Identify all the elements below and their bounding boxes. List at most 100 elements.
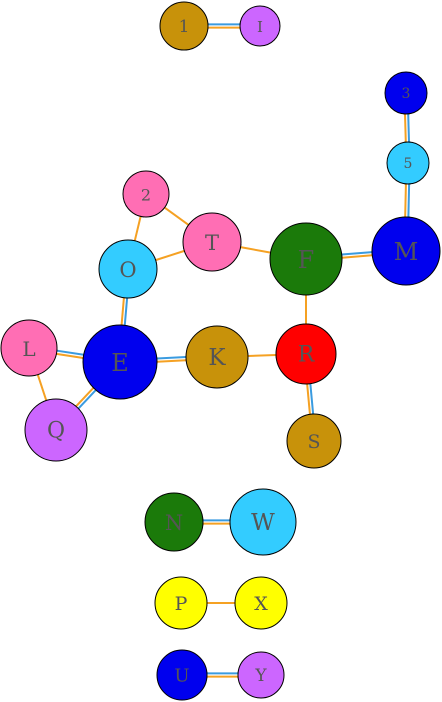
node-circle [286,413,342,469]
edge-N-W [198,518,235,526]
edge-line-blue [156,355,187,360]
node-label: W [251,510,275,536]
node-label: 5 [404,156,413,172]
node-F: F [269,222,343,296]
node-L: L [0,319,58,377]
node-W: W [229,488,297,556]
node-circle [182,212,242,272]
node-S: S [286,413,342,469]
node-label: M [394,238,419,266]
edge-1-I [203,22,245,30]
edge-R-S [305,379,316,419]
node-label: 1 [179,17,190,37]
node-5: 5 [386,141,430,185]
node-circle [269,222,343,296]
node-X: X [234,576,288,630]
edge-line [155,249,185,262]
edge-line-orange [56,352,84,359]
edge-line-blue [407,113,410,142]
edge-line-blue [77,389,97,410]
node-circle [237,651,285,699]
edge-line [133,216,142,242]
edge-O-E [119,293,130,330]
node-label: T [205,231,219,255]
edge-line-orange [404,114,407,143]
node-circle [229,488,297,556]
node-circle [0,319,58,377]
node-I: I [239,5,281,47]
edge-line-blue [56,349,84,356]
node-circle [144,492,204,552]
node-circle [384,71,428,115]
node-circle [275,323,337,385]
node-label: F [298,246,315,274]
node-R: R [275,323,337,385]
edge-line [247,354,277,357]
edge-T-O [150,246,190,265]
edge-U-Y [202,671,243,679]
node-circle [386,141,430,185]
node-label: 3 [402,86,411,102]
edge-line-orange [156,359,187,363]
edge-3-5 [403,109,411,147]
node-N: N [144,492,204,552]
node-circle [371,216,441,286]
edge-line-blue [341,251,373,256]
edge-E-K [152,355,191,364]
edge-F-R [302,290,310,329]
node-circle [234,576,288,630]
node-label: R [298,343,316,368]
node-label: O [119,258,136,282]
node-circle [159,1,209,51]
node-label: X [254,593,268,615]
node-label: S [307,431,320,453]
node-label: U [174,666,189,687]
node-O: O [98,239,158,299]
node-circle [185,325,249,389]
node-label: Q [47,419,65,444]
node-K: K [185,325,249,389]
node-P: P [154,576,208,630]
node-label: N [165,511,183,535]
node-E: E [82,324,158,400]
node-T: T [182,212,242,272]
edge-line [240,246,271,254]
node-label: K [208,345,226,371]
edge-line-orange [306,383,311,415]
edge-line-orange [341,254,373,259]
edge-line-blue [123,297,129,326]
node-circle [154,576,208,630]
node-3: 3 [384,71,428,115]
edge-T-F [235,243,276,257]
edge-line [36,374,48,401]
node-circle [98,239,158,299]
edge-L-E [51,348,89,361]
node-label: E [111,349,129,377]
node-2: 2 [122,170,170,218]
node-circle [156,649,208,701]
edge-K-R [243,351,281,360]
edge-line-orange [75,387,95,408]
edge-F-M [337,250,377,260]
edge-line-orange [120,297,125,326]
node-label: Y [254,666,267,686]
edge-P-X [202,599,240,607]
node-Q: Q [24,398,88,462]
edge-line-orange [404,183,407,217]
node-circle [122,170,170,218]
node-Y: Y [237,651,285,699]
node-U: U [156,649,208,701]
edge-line-blue [407,184,411,218]
node-circle [24,398,88,462]
node-M: M [371,216,441,286]
edge-line [164,206,190,226]
edge-line-blue [309,383,315,415]
node-label: 2 [141,186,151,205]
edge-5-M [403,179,411,222]
node-label: P [175,593,188,615]
node-circle [82,324,158,400]
node-1: 1 [159,1,209,51]
